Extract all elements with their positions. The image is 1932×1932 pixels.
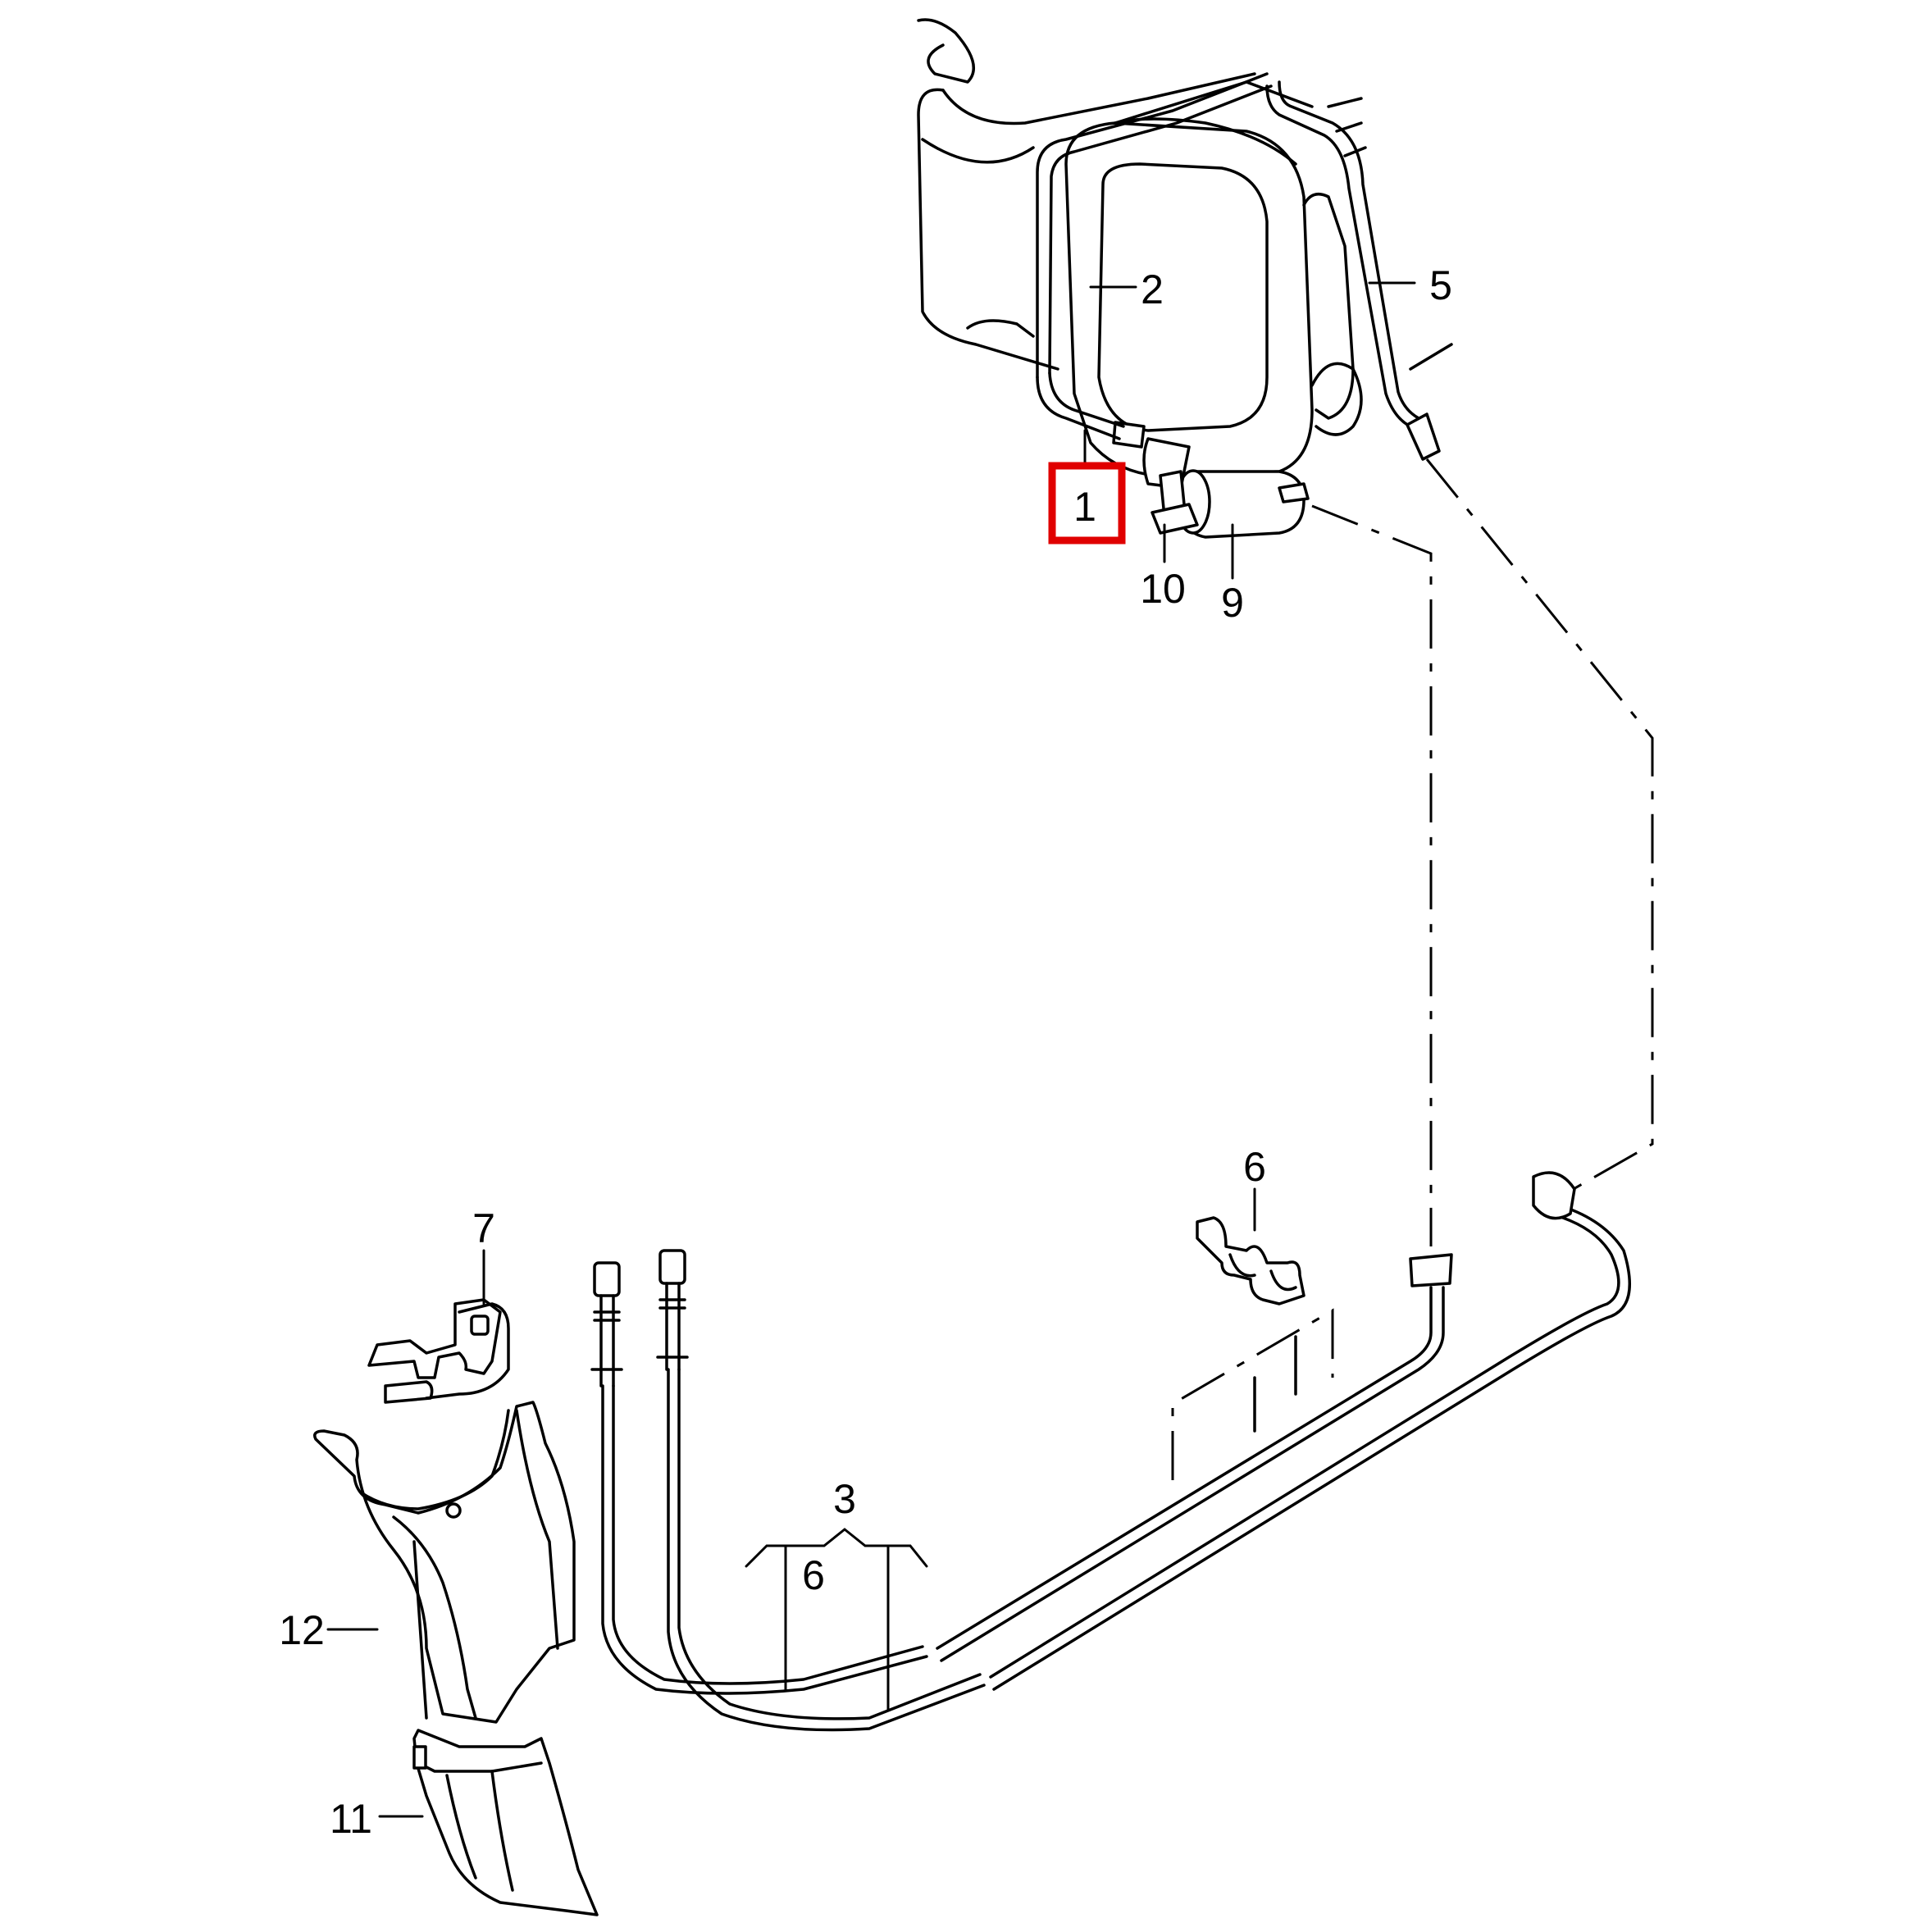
callout-1[interactable]: 1 (1073, 484, 1096, 530)
callout-leaders (326, 281, 1416, 1818)
hoses-item-3 (590, 1171, 1631, 1732)
callout-5[interactable]: 5 (1429, 262, 1452, 308)
hose-item-2 (1036, 72, 1273, 440)
guard-item-12 (313, 1401, 576, 1724)
leader-dashed-lines (1171, 458, 1654, 1480)
washer-reservoir (917, 18, 1453, 539)
bracket-item-7 (367, 1298, 510, 1404)
callout-6-clip[interactable]: 6 (1243, 1144, 1266, 1190)
callout-9[interactable]: 9 (1221, 580, 1244, 626)
clip-item-6 (1196, 1216, 1305, 1433)
highlight-box (1048, 462, 1126, 545)
callout-10[interactable]: 10 (1140, 566, 1186, 612)
callout-2[interactable]: 2 (1141, 267, 1164, 312)
hose-item-5 (1265, 80, 1441, 461)
callout-12[interactable]: 12 (279, 1607, 325, 1653)
callout-labels: 1 2 5 10 9 6 7 3 6 12 11 (279, 262, 1452, 1842)
callout-3[interactable]: 3 (833, 1476, 856, 1522)
callout-11[interactable]: 11 (330, 1796, 372, 1842)
callout-6-hose[interactable]: 6 (802, 1552, 825, 1598)
callout-7[interactable]: 7 (472, 1205, 495, 1251)
guard-item-11 (412, 1729, 599, 1916)
